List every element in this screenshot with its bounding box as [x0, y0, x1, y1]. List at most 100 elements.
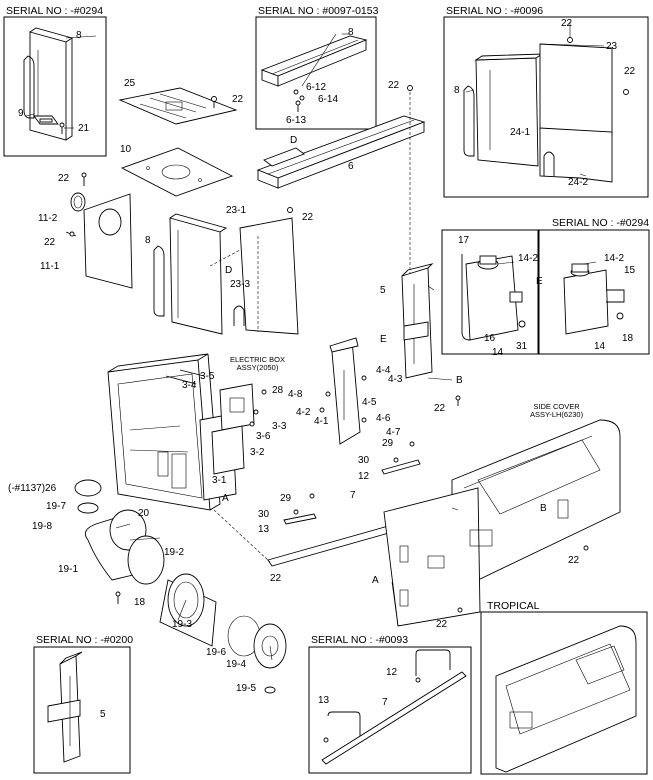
callout-label: 22	[302, 212, 314, 223]
callout-label: D	[290, 135, 298, 146]
panel-11-1	[65, 172, 133, 289]
note-side-cover: SIDE COVER ASSY-LH(6230)	[530, 403, 583, 419]
callout-label: 13	[318, 695, 330, 706]
callout-label: 22	[434, 403, 446, 414]
callout-label: 6-13	[286, 115, 307, 126]
callout-label: 9	[18, 108, 24, 119]
callout-label: 6	[348, 161, 354, 172]
callout-label: 22	[44, 237, 56, 248]
inset-frame-top-right	[443, 16, 649, 198]
inset-title-top-left: SERIAL NO : -#0294	[6, 5, 104, 17]
callout-label: 30	[258, 509, 270, 520]
inset-top-left-parts	[23, 27, 74, 141]
callout-label: 24-1	[510, 127, 531, 138]
callout-label: 23	[606, 41, 618, 52]
note-side-cover-line1: SIDE COVER	[533, 402, 580, 411]
callout-label: 3-3	[272, 421, 287, 432]
callout-label: 19-7	[46, 501, 67, 512]
callout-label: 3-4	[182, 380, 197, 391]
callout-label: 22	[568, 555, 580, 566]
callout-label: 14	[492, 347, 504, 358]
callout-label: 4-2	[296, 407, 311, 418]
callout-label: 19-5	[236, 683, 257, 694]
air-cleaner-19	[74, 479, 287, 694]
callout-label: 18	[134, 597, 146, 608]
callout-label: 17	[458, 235, 470, 246]
callout-label: 13	[258, 524, 270, 535]
callout-label: 22	[436, 619, 448, 630]
inset-top-middle-parts	[260, 33, 368, 112]
callout-label: 3-6	[256, 431, 271, 442]
callout-label: E	[536, 276, 543, 287]
callout-label: 25	[124, 78, 136, 89]
inset-frame-mid-right	[538, 229, 650, 355]
plate-10	[120, 147, 234, 197]
tank-14	[461, 254, 526, 341]
callout-label: 18	[622, 333, 634, 344]
callout-label: 8	[348, 27, 354, 38]
callout-label: 6-14	[318, 94, 339, 105]
inset-frame-bottom-left	[33, 646, 131, 774]
inset-frame-bottom-middle	[308, 646, 472, 774]
callout-label: 22	[58, 173, 70, 184]
callout-label: B	[540, 503, 547, 514]
inset-title-bottom-left: SERIAL NO : -#0200	[36, 634, 134, 646]
inset-title-top-middle: SERIAL NO : #0097-0153	[258, 5, 379, 17]
tank-14-alt	[563, 263, 625, 335]
inset-frame-bottom-right	[480, 611, 648, 775]
plate-25	[118, 87, 238, 125]
callout-label: 7	[350, 490, 356, 501]
callout-label: 3-5	[200, 371, 215, 382]
callout-label: 15	[624, 265, 636, 276]
callout-label: 29	[280, 493, 292, 504]
callout-label: A	[372, 575, 379, 586]
inset-bottom-right-parts	[495, 625, 637, 773]
inset-bottom-left-parts	[47, 651, 83, 763]
note-electric-box: ELECTRIC BOX ASSY(2050)	[230, 356, 285, 372]
leader-lines	[25, 33, 605, 661]
callout-label: 12	[358, 471, 370, 482]
inset-bottom-middle-parts	[321, 649, 467, 765]
callout-label: 4-8	[288, 389, 303, 400]
inset-title-mid-right: SERIAL NO : -#0294	[552, 217, 650, 229]
note-electric-box-line2: ASSY(2050)	[236, 362, 279, 372]
callout-label: 5	[380, 285, 386, 296]
callout-label: 28	[272, 385, 284, 396]
callout-label: 11-2	[38, 213, 58, 224]
callout-label: 14-2	[604, 253, 625, 264]
electric-box-parts	[165, 369, 267, 475]
callout-label: 20	[138, 508, 150, 519]
callout-label: 21	[78, 123, 90, 134]
callout-label: 8	[145, 235, 151, 246]
callout-label: D	[225, 265, 233, 276]
callout-label: (-#1137)26	[8, 483, 57, 494]
bracket-4	[319, 337, 367, 445]
callout-label: 3-2	[250, 447, 265, 458]
callout-label: 19-2	[164, 547, 185, 558]
callout-label: 5	[100, 709, 106, 720]
callout-label: 22	[270, 573, 282, 584]
inset-title-top-right: SERIAL NO : -#0096	[446, 5, 544, 17]
callout-label: 22	[624, 66, 636, 77]
callout-label: 14-2	[518, 253, 539, 264]
panel-23-1-assembly	[153, 213, 299, 335]
callout-label: 4-4	[376, 365, 391, 376]
callout-label: 19-1	[58, 564, 79, 575]
channel-6	[256, 85, 426, 346]
callout-label: 8	[76, 30, 82, 41]
callout-label: 4-1	[314, 416, 329, 427]
inset-frame-top-left	[3, 16, 107, 157]
callout-label: 16	[484, 333, 496, 344]
callout-label: 31	[516, 341, 528, 352]
callout-label: 7	[382, 697, 388, 708]
inset-title-bottom-middle: SERIAL NO : -#0093	[311, 634, 409, 646]
callout-label: 10	[120, 144, 132, 155]
callout-label: 6-12	[306, 82, 327, 93]
callout-label: 4-7	[386, 427, 401, 438]
callout-label: 30	[358, 455, 370, 466]
bracket-5	[401, 263, 461, 406]
callout-label: 12	[386, 667, 398, 678]
note-side-cover-line2: ASSY-LH(6230)	[530, 409, 584, 419]
callout-label: 19-3	[172, 619, 193, 630]
